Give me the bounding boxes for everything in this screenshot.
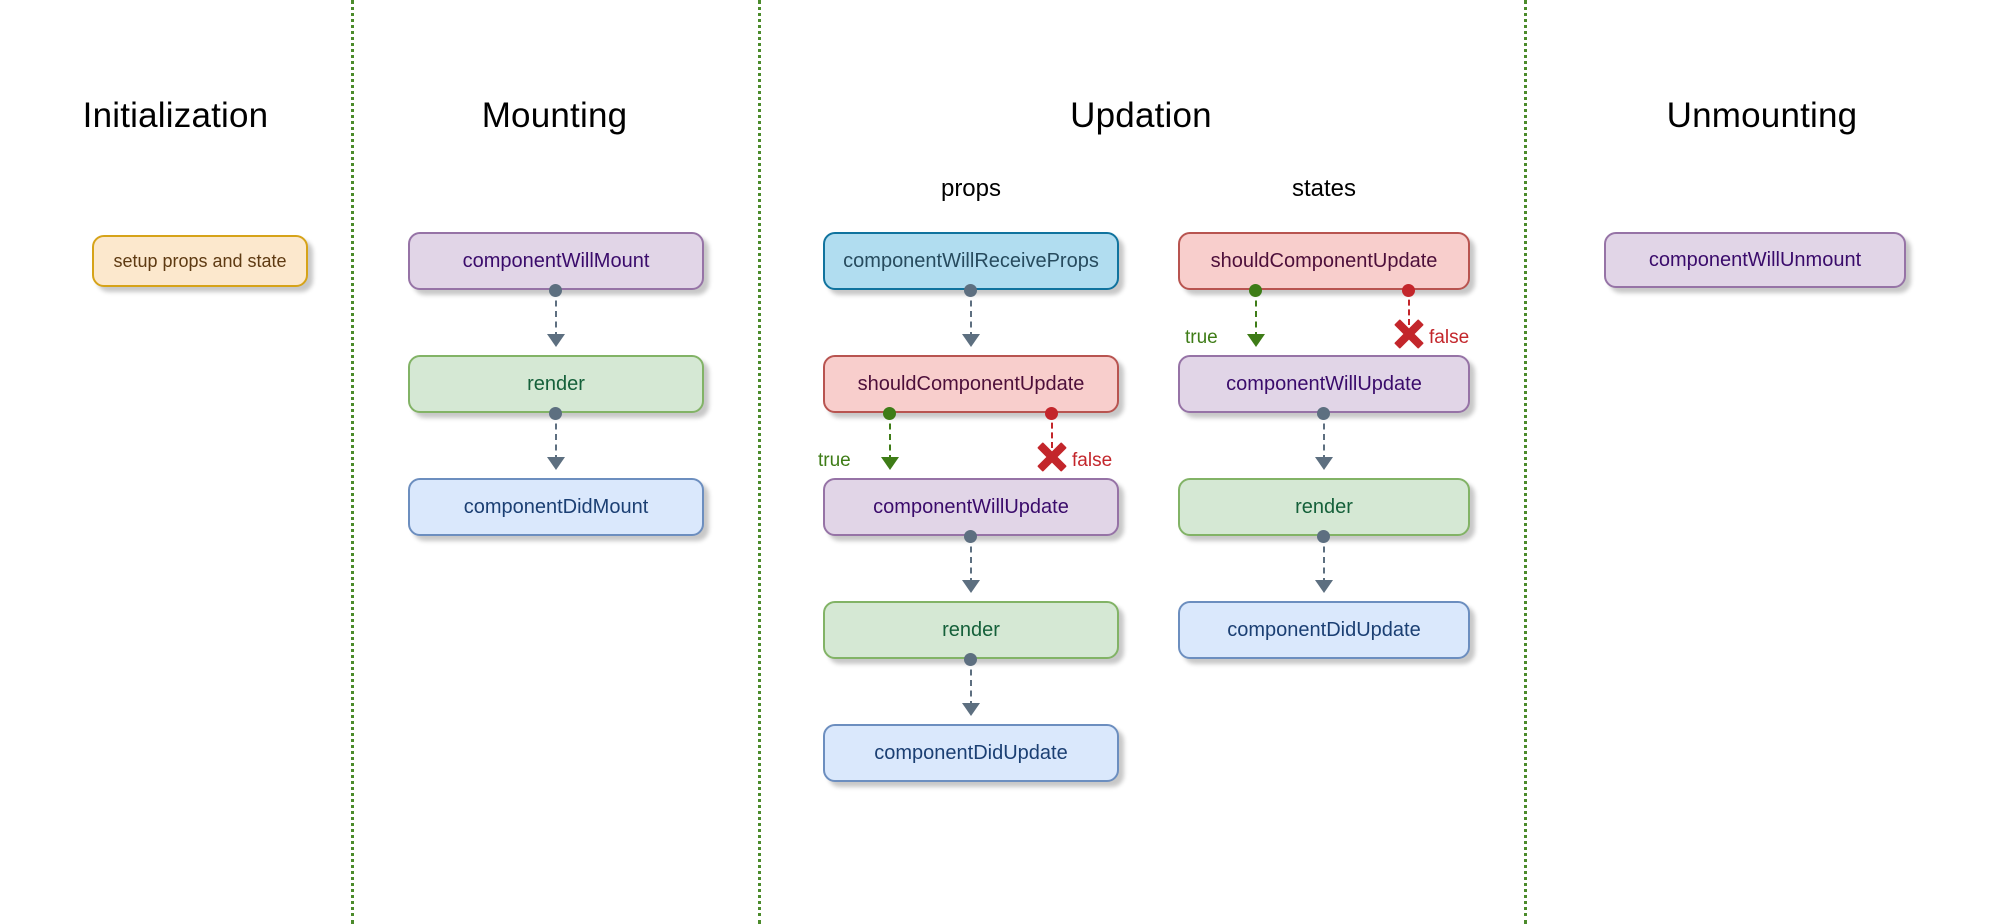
edge-mounting-willmount-to-render bbox=[555, 290, 557, 338]
edge-props-render-to-didupdate bbox=[970, 659, 972, 707]
edge-states-false bbox=[1408, 290, 1410, 325]
node-setup-props-and-state[interactable]: setup props and state bbox=[92, 235, 308, 287]
section-title-mounting: Mounting bbox=[481, 96, 628, 135]
edge-mounting-render-to-didmount bbox=[555, 413, 557, 461]
section-title-initialization: Initialization bbox=[82, 96, 269, 135]
node-props-component-did-update[interactable]: componentDidUpdate bbox=[823, 724, 1119, 782]
node-props-should-component-update[interactable]: shouldComponentUpdate bbox=[823, 355, 1119, 413]
edge-states-willupdate-to-render bbox=[1323, 413, 1325, 461]
arrowhead-states-1 bbox=[1315, 457, 1333, 470]
node-component-will-mount[interactable]: componentWillMount bbox=[408, 232, 704, 290]
arrowhead-mounting-2 bbox=[547, 457, 565, 470]
divider-mounting-updation bbox=[758, 0, 761, 924]
node-component-did-mount[interactable]: componentDidMount bbox=[408, 478, 704, 536]
arrowhead-props-2 bbox=[962, 580, 980, 593]
edge-states-render-to-didupdate bbox=[1323, 536, 1325, 584]
edge-props-receiveprops-to-shouldupdate bbox=[970, 290, 972, 338]
edge-props-false bbox=[1051, 413, 1053, 448]
divider-updation-unmounting bbox=[1524, 0, 1527, 924]
subsection-title-props: props bbox=[940, 175, 1002, 202]
node-states-component-will-update[interactable]: componentWillUpdate bbox=[1178, 355, 1470, 413]
section-title-updation: Updation bbox=[1070, 96, 1212, 135]
node-states-render[interactable]: render bbox=[1178, 478, 1470, 536]
divider-initialization-mounting bbox=[351, 0, 354, 924]
edge-props-true bbox=[889, 413, 891, 461]
branch-label-states-false: false bbox=[1429, 327, 1470, 348]
node-states-component-did-update[interactable]: componentDidUpdate bbox=[1178, 601, 1470, 659]
terminator-x-icon-props-false bbox=[1035, 440, 1069, 474]
branch-label-props-false: false bbox=[1072, 450, 1113, 471]
node-states-should-component-update[interactable]: shouldComponentUpdate bbox=[1178, 232, 1470, 290]
section-title-unmounting: Unmounting bbox=[1666, 96, 1858, 135]
arrowhead-props-true bbox=[881, 457, 899, 470]
node-component-will-unmount[interactable]: componentWillUnmount bbox=[1604, 232, 1906, 288]
edge-states-true bbox=[1255, 290, 1257, 338]
node-props-component-will-update[interactable]: componentWillUpdate bbox=[823, 478, 1119, 536]
arrowhead-states-true bbox=[1247, 334, 1265, 347]
node-props-render[interactable]: render bbox=[823, 601, 1119, 659]
node-mounting-render[interactable]: render bbox=[408, 355, 704, 413]
branch-label-states-true: true bbox=[1185, 327, 1218, 348]
edge-props-willupdate-to-render bbox=[970, 536, 972, 584]
terminator-x-icon-states-false bbox=[1392, 317, 1426, 351]
arrowhead-props-3 bbox=[962, 703, 980, 716]
arrowhead-props-1 bbox=[962, 334, 980, 347]
node-component-will-receive-props[interactable]: componentWillReceiveProps bbox=[823, 232, 1119, 290]
arrowhead-mounting-1 bbox=[547, 334, 565, 347]
arrowhead-states-2 bbox=[1315, 580, 1333, 593]
branch-label-props-true: true bbox=[818, 450, 851, 471]
subsection-title-states: states bbox=[1291, 175, 1357, 202]
